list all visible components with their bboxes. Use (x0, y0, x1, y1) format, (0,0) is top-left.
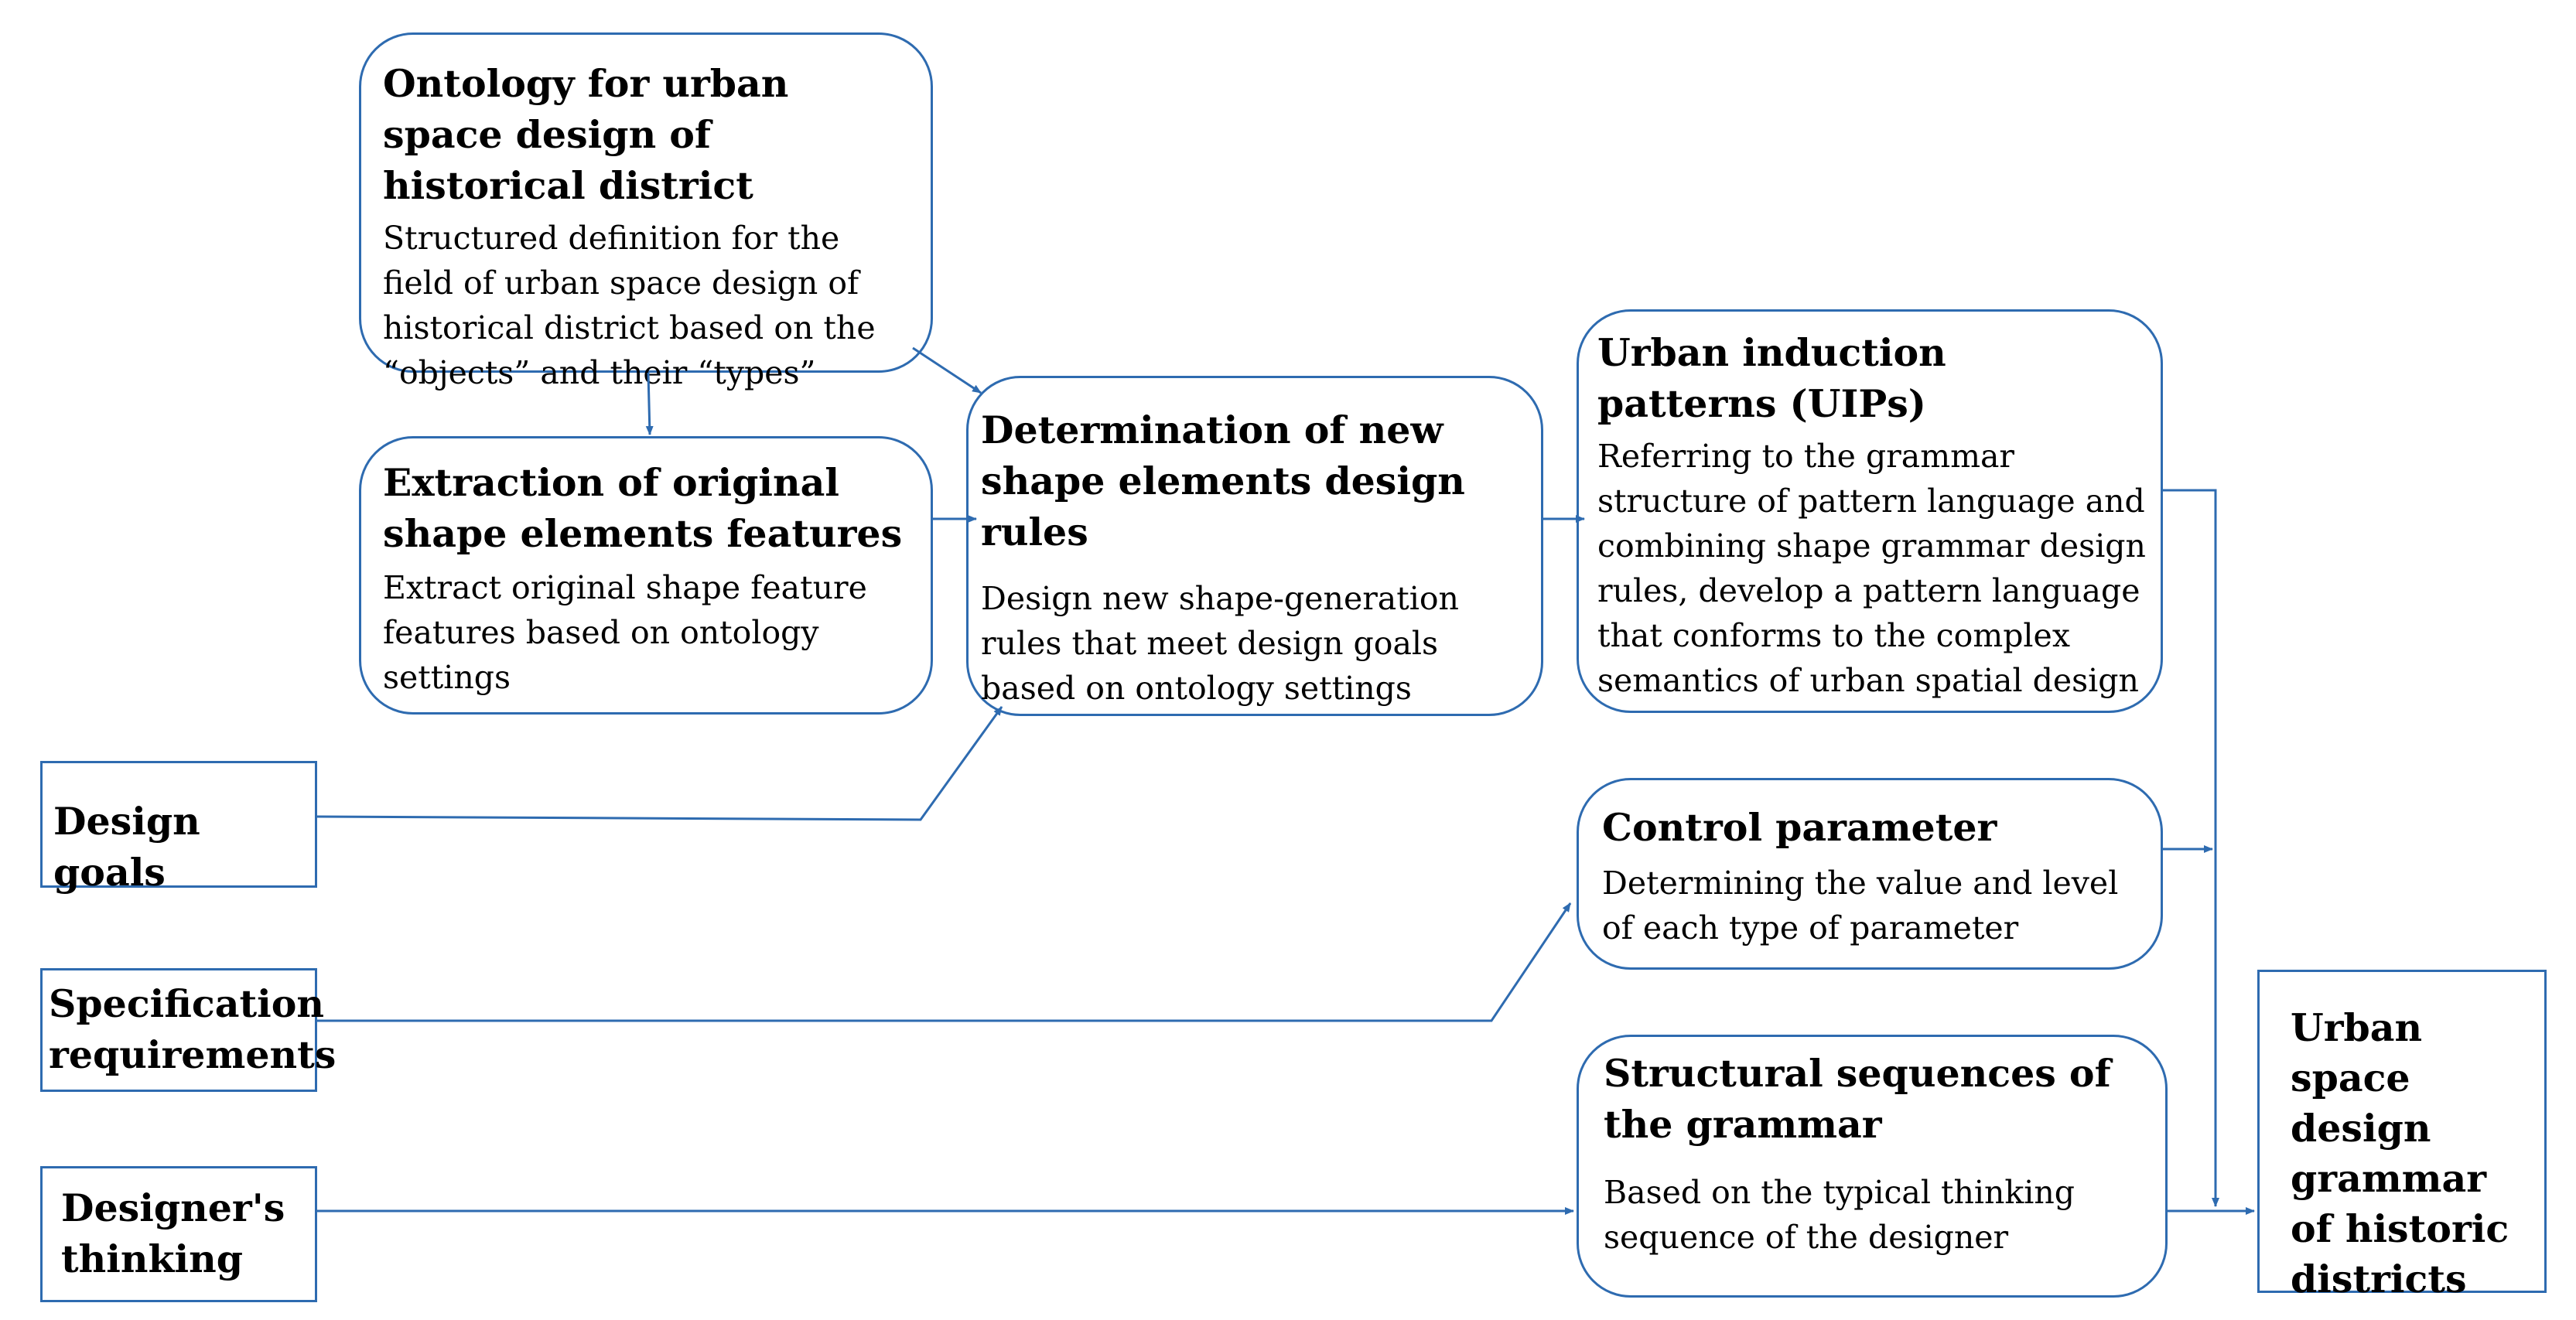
design-goals-node: Design goals (40, 761, 317, 895)
output-label: Urban space design grammar of historic d… (2291, 1005, 2509, 1301)
uips-node: Urban induction patterns (UIPs) Referrin… (1577, 309, 2163, 713)
determination-title: Determination of new shape elements desi… (981, 408, 1465, 554)
connector-ontology-determination (912, 346, 982, 394)
connector-designgoals-determination (316, 706, 1003, 821)
connector-ontology-extraction (645, 372, 654, 435)
specification-label: Specification requirements (49, 981, 337, 1077)
uips-title: Urban induction patterns (UIPs) (1597, 330, 1946, 426)
structural-node: Structural sequences of the grammar Base… (1577, 1035, 2168, 1298)
ontology-desc: Structured definition for the field of u… (383, 220, 876, 391)
determination-desc: Design new shape-generation rules that m… (981, 580, 1459, 707)
control-node: Control parameter Determining the value … (1577, 778, 2163, 970)
structural-title: Structural sequences of the grammar (1604, 1051, 2111, 1147)
control-title: Control parameter (1602, 805, 1997, 850)
designers-thinking-node: Designer's thinking (40, 1166, 317, 1302)
extraction-title: Extraction of original shape elements fe… (383, 460, 903, 556)
uips-desc: Referring to the grammar structure of pa… (1597, 438, 2146, 699)
extraction-node: Extraction of original shape elements fe… (359, 436, 933, 715)
ontology-node: Ontology for urban space design of histo… (359, 32, 933, 391)
connector-specification-control (317, 902, 1572, 1022)
specification-node: Specification requirements (40, 968, 337, 1092)
designers-thinking-label: Designer's thinking (61, 1185, 285, 1281)
determination-node: Determination of new shape elements desi… (966, 376, 1543, 716)
output-node: Urban space design grammar of historic d… (2257, 970, 2547, 1301)
connector-uips-collector (2163, 489, 2219, 1207)
structural-desc: Based on the typical thinking sequence o… (1604, 1174, 2075, 1256)
extraction-desc: Extract original shape feature features … (383, 569, 867, 696)
design-goals-label: Design goals (53, 799, 200, 895)
control-desc: Determining the value and level of each … (1602, 865, 2119, 947)
ontology-title: Ontology for urban space design of histo… (383, 61, 789, 208)
